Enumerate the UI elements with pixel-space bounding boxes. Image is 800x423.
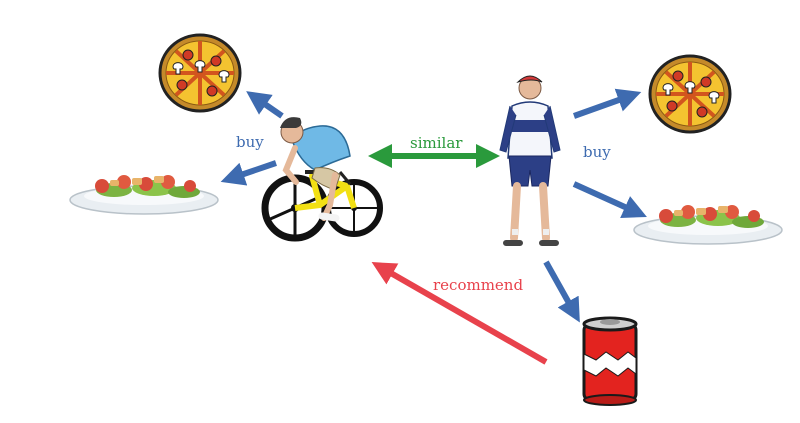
pizza-icon (650, 56, 730, 132)
buy-arrow-soda (546, 262, 574, 312)
buy-label-right: buy (583, 143, 611, 161)
recommend-label: recommend (433, 276, 523, 294)
buy-arrow-right-salad (574, 184, 636, 212)
pizza-icon (160, 35, 240, 111)
salad-icon (634, 205, 782, 244)
buy-arrow-left-salad (232, 163, 276, 178)
person-icon (500, 76, 560, 243)
salad-icon (70, 175, 218, 214)
buy-label-left: buy (236, 133, 264, 151)
buy-arrow-left-pizza (256, 98, 282, 116)
cyclist-icon (265, 117, 380, 238)
soda-can-icon (584, 318, 636, 405)
similar-label: similar (410, 134, 462, 152)
buy-arrow-right-pizza (574, 96, 630, 116)
